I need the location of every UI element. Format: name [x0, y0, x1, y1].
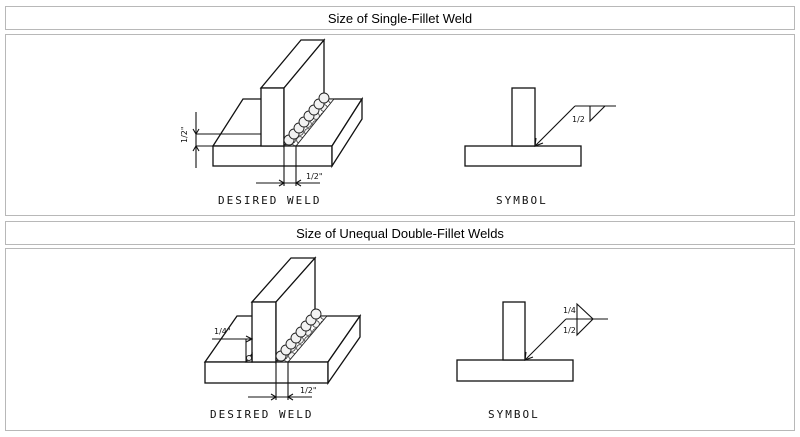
section1-desired-weld-drawing: [192, 38, 364, 187]
section1-dim-vertical: 1/2": [180, 126, 189, 143]
section1-symbol-caption: SYMBOL: [496, 194, 548, 207]
section2-dim-horizontal: 1/2": [300, 386, 317, 395]
section1-panel: [5, 34, 795, 216]
section1-dim-horizontal: 1/2": [306, 172, 323, 181]
section2-weld-bead: [275, 308, 322, 362]
section2-desired-caption: DESIRED WELD: [210, 408, 313, 421]
section2-dim-vertical: 1/4": [214, 327, 231, 336]
section2-symbol-size-bottom: 1/2: [563, 326, 576, 335]
section2-symbol-drawing: [456, 301, 608, 382]
section1-title: Size of Single-Fillet Weld: [5, 6, 795, 30]
section2-title: Size of Unequal Double-Fillet Welds: [5, 221, 795, 245]
section2-symbol-caption: SYMBOL: [488, 408, 540, 421]
section2-desired-weld-drawing: [203, 256, 362, 401]
section1-symbol-size: 1/2: [572, 115, 585, 124]
section1-desired-caption: DESIRED WELD: [218, 194, 321, 207]
section1-weld-bead: [283, 92, 330, 146]
section2-symbol-size-top: 1/4: [563, 306, 576, 315]
section1-symbol-drawing: [464, 87, 616, 167]
section2-panel: [5, 248, 795, 431]
